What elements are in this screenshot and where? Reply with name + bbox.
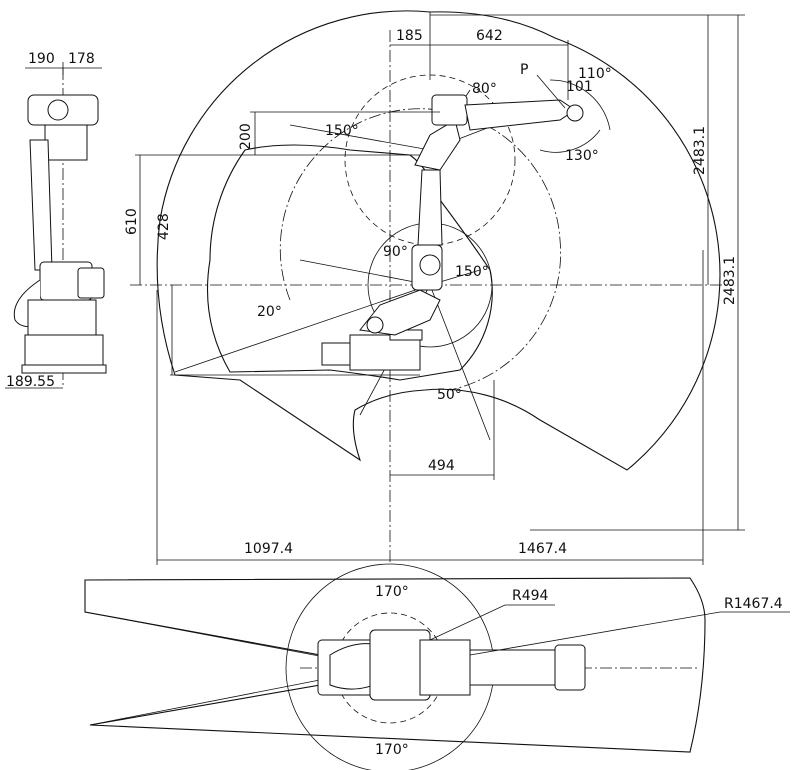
side-base-upper — [27, 299, 97, 336]
plan-wrist — [554, 644, 586, 691]
robot-joint-2 — [419, 254, 441, 276]
point-p-label: P — [520, 62, 528, 78]
robot-base — [349, 334, 421, 371]
plan-ray-bottom — [89, 677, 331, 726]
side-dim-base-label: 189.55 — [6, 374, 55, 390]
angle-150-mid-label: 150° — [455, 264, 489, 280]
robot-elbow — [414, 119, 461, 171]
angle-20-label: 20° — [257, 304, 282, 320]
side-dim-178-label: 178 — [68, 51, 95, 67]
angle-110-label: 110° — [578, 66, 612, 82]
dim-185-label: 185 — [396, 28, 423, 44]
plan-angle-170-top-label: 170° — [375, 584, 409, 600]
plan-ray-top — [84, 611, 331, 659]
ray-20-b — [299, 259, 431, 286]
side-shoulder-motor — [77, 267, 105, 299]
dim-642-label: 642 — [476, 28, 503, 44]
plan-view: 170° 170° R494 R1467.4 — [84, 563, 790, 770]
angle-90-label: 90° — [383, 244, 408, 260]
robot-forearm-motor — [431, 94, 468, 126]
robot-wrist — [566, 104, 584, 122]
dim-2483-a-label: 2483.1 — [692, 126, 708, 175]
side-upper-arm — [29, 139, 53, 271]
angle-130-label: 130° — [565, 148, 599, 164]
dim-reach-front-label: 1467.4 — [518, 541, 567, 557]
robot-plan — [317, 629, 586, 701]
dim-428-label: 428 — [156, 213, 172, 240]
angle-50-label: 50° — [437, 387, 462, 403]
plan-angle-170-bottom-label: 170° — [375, 742, 409, 758]
robot-upper-arm — [417, 169, 443, 246]
angle-150-top-label: 150° — [325, 123, 359, 139]
plan-r494-label: R494 — [512, 588, 549, 604]
plan-r494-leader — [429, 604, 555, 641]
point-p-leader — [536, 74, 566, 109]
ray-20-a — [174, 284, 431, 373]
dim-610-label: 610 — [124, 208, 140, 235]
ray-150-top — [289, 124, 431, 151]
wrist-arc-top — [549, 79, 611, 131]
plan-outer-envelope — [84, 577, 706, 753]
side-view: 190 178 189.55 — [5, 51, 107, 390]
side-wrist-joint — [47, 99, 69, 121]
wrist-arc-bottom — [539, 129, 601, 153]
ray-50-a — [429, 284, 491, 441]
robot-forearm — [464, 99, 576, 131]
dim-2483-b-label: 2483.1 — [722, 256, 738, 305]
side-base-foot — [21, 364, 107, 374]
plan-elbow — [419, 639, 471, 696]
outer-reach-envelope — [156, 10, 721, 471]
dim-101-label: 101 — [566, 79, 593, 95]
side-dim-190-label: 190 — [28, 51, 55, 67]
robot-base-motor — [321, 342, 351, 366]
angle-80-label: 80° — [472, 81, 497, 97]
dashdot-arc — [279, 108, 561, 391]
robot-joint-1 — [366, 316, 384, 334]
dim-494-label: 494 — [428, 458, 455, 474]
dim-200-label: 200 — [238, 123, 254, 150]
side-forearm-box — [44, 124, 88, 161]
plan-r1467-label: R1467.4 — [724, 596, 783, 612]
side-base-lower — [24, 334, 104, 371]
robot-elevation — [321, 94, 584, 371]
dim-reach-back-label: 1097.4 — [244, 541, 293, 557]
plan-forearm — [469, 649, 561, 686]
plan-r1467-leader — [469, 611, 790, 656]
elevation-view: 185 642 P 101 200 610 428 2483.1 2483.1 … — [124, 10, 745, 565]
